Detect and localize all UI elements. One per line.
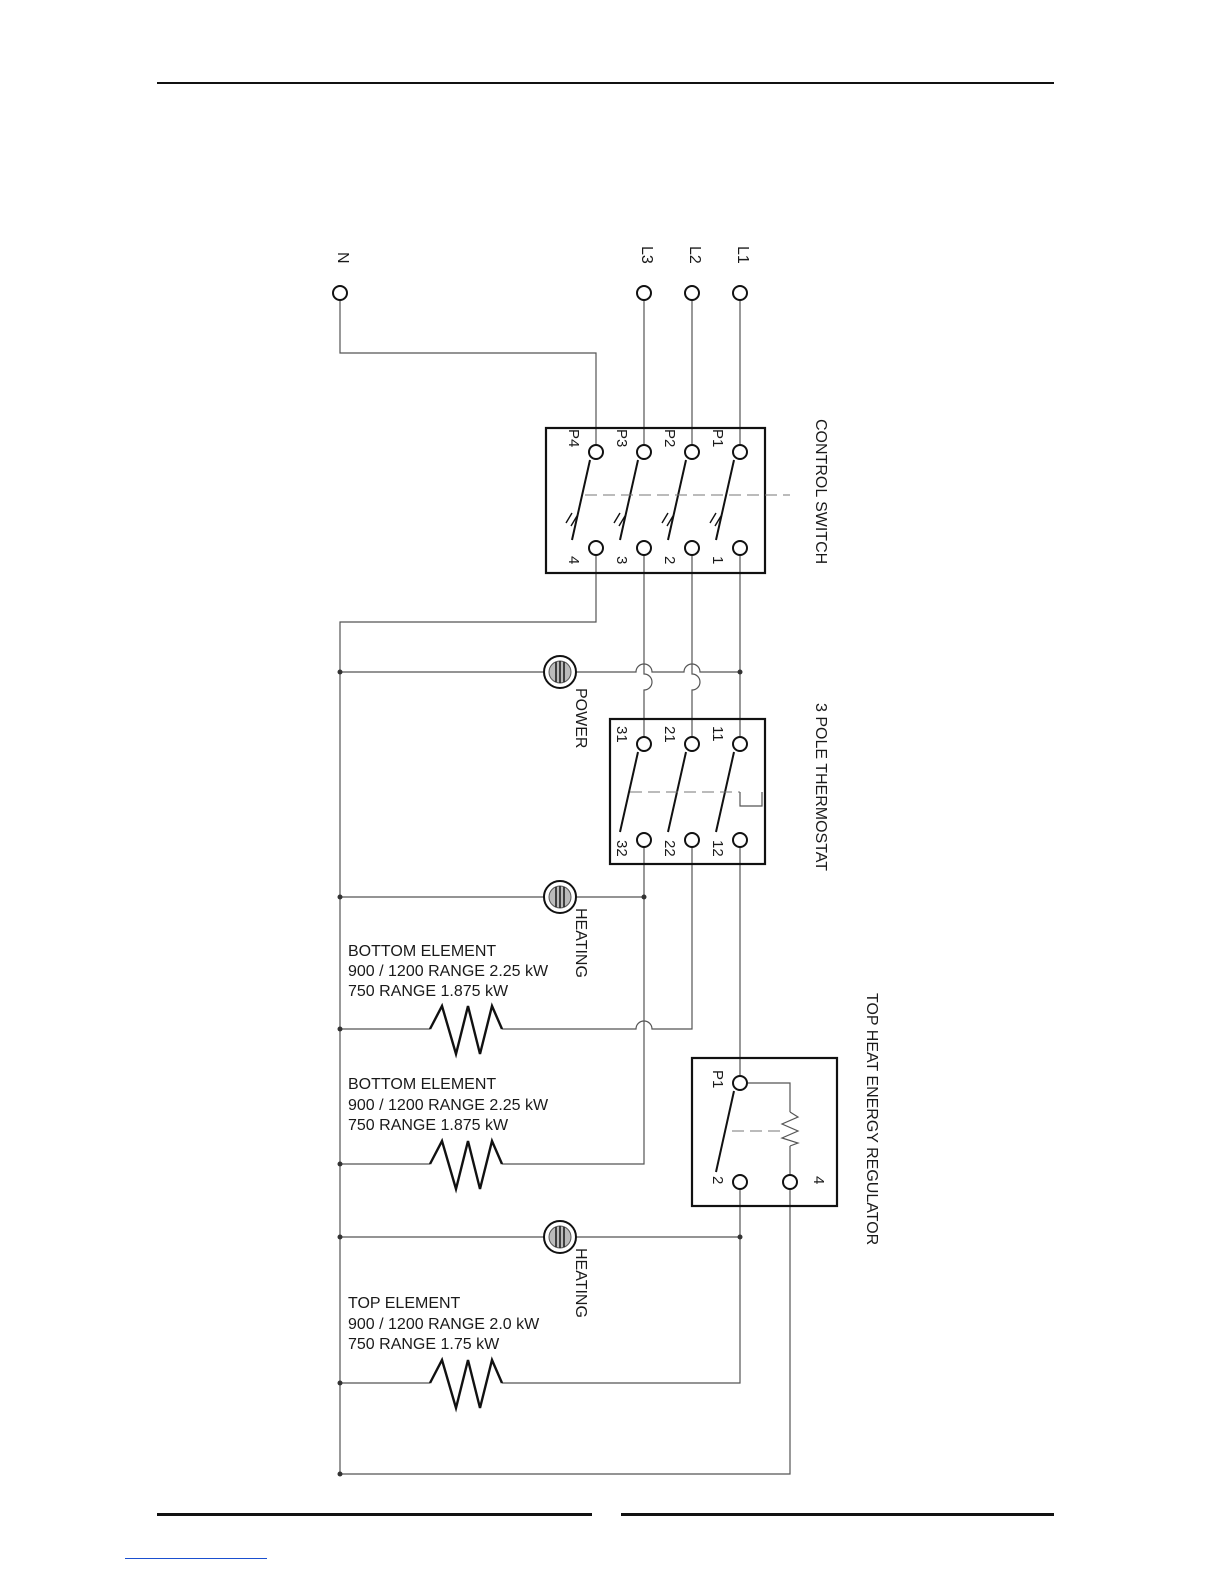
switch-pole-p2: P2 <box>661 429 678 447</box>
label-l2: L2 <box>686 246 703 264</box>
bottom-element-2-name: BOTTOM ELEMENT <box>348 1076 496 1093</box>
thermostat-out-22: 22 <box>661 840 678 857</box>
wires <box>339 300 791 1475</box>
terminal-l3 <box>636 285 652 301</box>
regulator-p1: P1 <box>709 1070 726 1088</box>
control-switch-title: CONTROL SWITCH <box>812 419 829 564</box>
footer-rule-left <box>157 1513 592 1516</box>
thermostat-in-31: 31 <box>613 726 630 743</box>
terminal-l1 <box>732 285 748 301</box>
regulator-terminal-2: 2 <box>709 1176 726 1184</box>
energy-regulator: P1 2 4 TOP HEAT ENERGY REGULATOR <box>690 993 880 1245</box>
heating-lamp-1: HEATING <box>543 880 589 978</box>
top-element-rating-a: 900 / 1200 RANGE 2.0 kW <box>348 1316 540 1333</box>
footer-rule-right <box>621 1513 1054 1516</box>
power-lamp-label: POWER <box>572 688 589 748</box>
top-element: TOP ELEMENT 900 / 1200 RANGE 2.0 kW 750 … <box>348 1295 540 1413</box>
control-switch: P4 P3 P2 P1 4 3 2 1 CONTROL SWITCH <box>544 419 829 575</box>
terminal-n <box>332 285 348 301</box>
thermostat-out-12: 12 <box>709 840 726 857</box>
thermostat-out-32: 32 <box>613 840 630 857</box>
header-rule <box>157 82 1054 84</box>
switch-out-1: 1 <box>709 556 726 564</box>
supply-terminals: N L3 L2 L1 <box>332 246 751 301</box>
heating-lamp-1-label: HEATING <box>572 908 589 978</box>
label-l1: L1 <box>734 246 751 264</box>
label-n: N <box>334 252 351 264</box>
regulator-title: TOP HEAT ENERGY REGULATOR <box>863 993 880 1245</box>
thermostat-title: 3 POLE THERMOSTAT <box>812 703 829 871</box>
switch-out-4: 4 <box>565 556 582 564</box>
bottom-element-1-rating-b: 750 RANGE 1.875 kW <box>348 983 509 1000</box>
regulator-terminal-4: 4 <box>810 1176 827 1184</box>
bottom-element-2-rating-a: 900 / 1200 RANGE 2.25 kW <box>348 1097 549 1114</box>
switch-pole-p3: P3 <box>613 429 630 447</box>
footer-link-underline <box>125 1558 267 1559</box>
bottom-element-2: BOTTOM ELEMENT 900 / 1200 RANGE 2.25 kW … <box>348 1076 549 1194</box>
thermostat: 31 21 11 32 22 12 3 POLE THERMOSTAT <box>608 703 829 871</box>
switch-pole-p4: P4 <box>565 429 582 447</box>
switch-out-3: 3 <box>613 556 630 564</box>
junction-dots <box>337 669 743 1477</box>
switch-out-2: 2 <box>661 556 678 564</box>
top-element-name: TOP ELEMENT <box>348 1295 461 1312</box>
bottom-element-1-name: BOTTOM ELEMENT <box>348 943 496 960</box>
switch-pole-p1: P1 <box>709 429 726 447</box>
thermostat-in-21: 21 <box>661 726 678 743</box>
bottom-element-1-rating-a: 900 / 1200 RANGE 2.25 kW <box>348 963 549 980</box>
heating-lamp-2-label: HEATING <box>572 1248 589 1318</box>
label-l3: L3 <box>638 246 655 264</box>
terminal-l2 <box>684 285 700 301</box>
bottom-element-2-rating-b: 750 RANGE 1.875 kW <box>348 1117 509 1134</box>
bottom-element-1: BOTTOM ELEMENT 900 / 1200 RANGE 2.25 kW … <box>348 943 549 1059</box>
heating-lamp-2: HEATING <box>543 1220 589 1318</box>
top-element-rating-b: 750 RANGE 1.75 kW <box>348 1336 500 1353</box>
thermostat-in-11: 11 <box>709 726 726 742</box>
power-lamp: POWER <box>543 655 589 748</box>
